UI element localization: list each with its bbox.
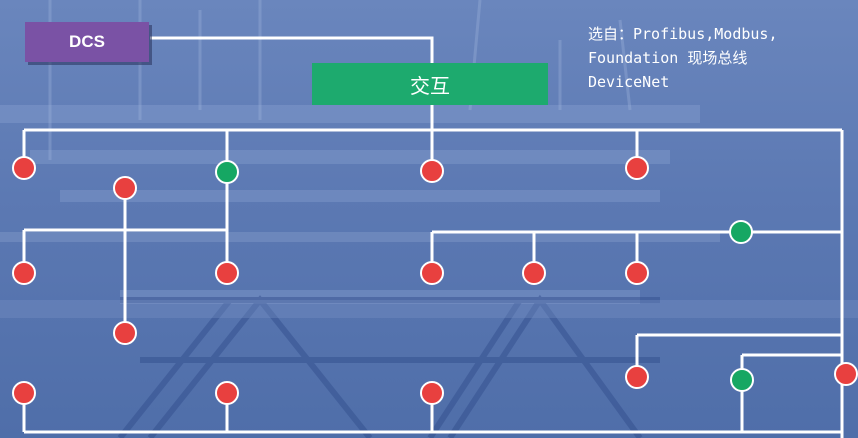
red-node — [12, 261, 36, 285]
interaction-label: 交互 — [410, 75, 450, 98]
red-node — [420, 159, 444, 183]
interaction-box: 交互 — [312, 63, 548, 105]
red-node — [12, 156, 36, 180]
red-node — [834, 362, 858, 386]
protocol-note-line-2: Foundation 现场总线 — [588, 49, 748, 67]
green-node — [729, 220, 753, 244]
red-node — [113, 176, 137, 200]
red-node — [522, 261, 546, 285]
red-node — [625, 365, 649, 389]
red-node — [420, 261, 444, 285]
green-node — [215, 160, 239, 184]
red-node — [625, 156, 649, 180]
green-node — [730, 368, 754, 392]
red-node — [215, 381, 239, 405]
dcs-label: DCS — [69, 32, 105, 51]
protocol-note-line-1: 选自：Profibus,Modbus, — [588, 25, 778, 43]
red-node — [420, 381, 444, 405]
red-node — [215, 261, 239, 285]
protocol-note-line-3: DeviceNet — [588, 73, 670, 91]
protocol-note: 选自：Profibus,Modbus, Foundation 现场总线 Devi… — [588, 22, 850, 94]
red-node — [12, 381, 36, 405]
connection-lines — [22, 36, 844, 438]
red-node — [113, 321, 137, 345]
dcs-box: DCS — [25, 22, 149, 62]
red-node — [625, 261, 649, 285]
